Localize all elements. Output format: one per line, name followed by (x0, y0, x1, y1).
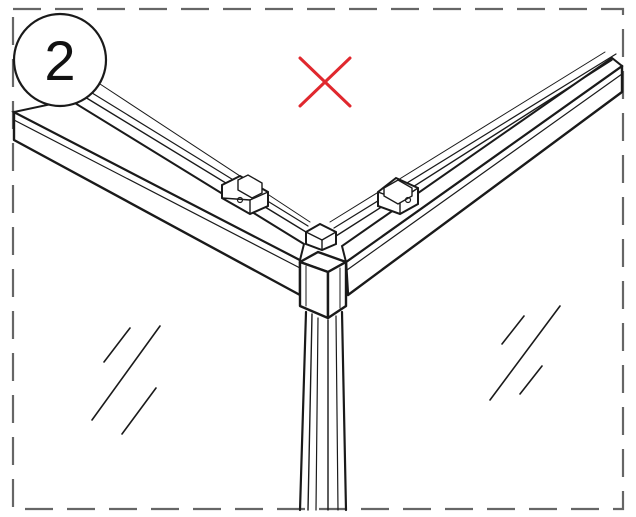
step-badge: 2 (12, 12, 108, 108)
forbidden-x-icon (298, 56, 352, 108)
right-clip (377, 176, 419, 216)
right-profile-rail (329, 51, 624, 297)
left-clip (221, 174, 269, 216)
step-number: 2 (44, 29, 75, 92)
vertical-post (298, 310, 348, 512)
glass-reflection-left (91, 325, 161, 435)
glass-reflection-right (489, 305, 561, 401)
corner-connector (305, 222, 337, 252)
corner-block (298, 250, 348, 320)
dashed-frame (11, 7, 625, 511)
